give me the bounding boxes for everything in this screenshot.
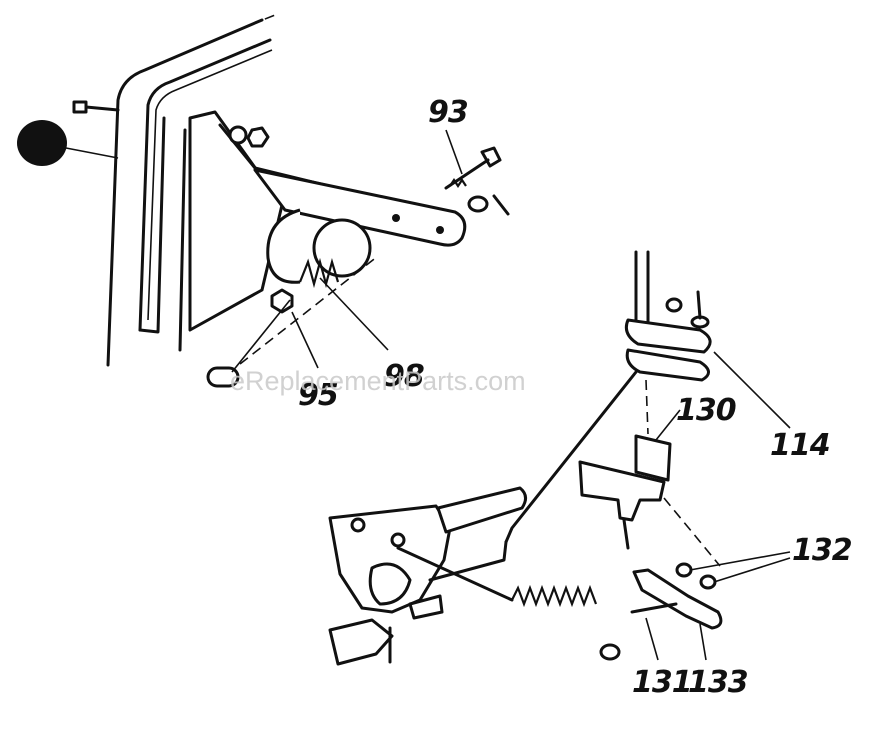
cam-disc xyxy=(266,208,372,284)
callout-98: 98 xyxy=(384,359,424,394)
link-rod xyxy=(504,370,649,544)
callout-114: 114 xyxy=(770,428,830,463)
pin-lower xyxy=(206,299,291,388)
throttle-wire xyxy=(396,540,514,602)
callout-132: 132 xyxy=(792,533,852,568)
plate-133-part xyxy=(630,568,723,661)
callout-131: 131 xyxy=(632,665,692,700)
callout-95: 95 xyxy=(298,378,338,413)
callout-130: 130 xyxy=(676,393,736,428)
nut-95-part xyxy=(270,288,294,314)
watermark: eReplacementParts.com xyxy=(230,366,526,396)
bolt-top-left xyxy=(72,100,120,114)
bracket-114-part xyxy=(624,290,791,429)
tension-spring xyxy=(511,584,621,661)
bracket-130-part xyxy=(578,409,681,550)
vertical-rod xyxy=(634,250,650,324)
callout-133: 133 xyxy=(688,665,748,700)
leader-lines-upper xyxy=(239,129,463,369)
nut-washer-top xyxy=(228,125,270,148)
panel-frame xyxy=(106,14,276,367)
carburetor-body xyxy=(328,486,527,666)
washer-screw-right xyxy=(467,194,510,216)
bolt-93-part xyxy=(444,146,502,190)
screws-132-part xyxy=(663,497,791,590)
knob xyxy=(17,120,119,166)
lever-arm xyxy=(253,168,467,247)
callout-93: 93 xyxy=(428,95,468,130)
spring-98-part xyxy=(298,257,340,289)
